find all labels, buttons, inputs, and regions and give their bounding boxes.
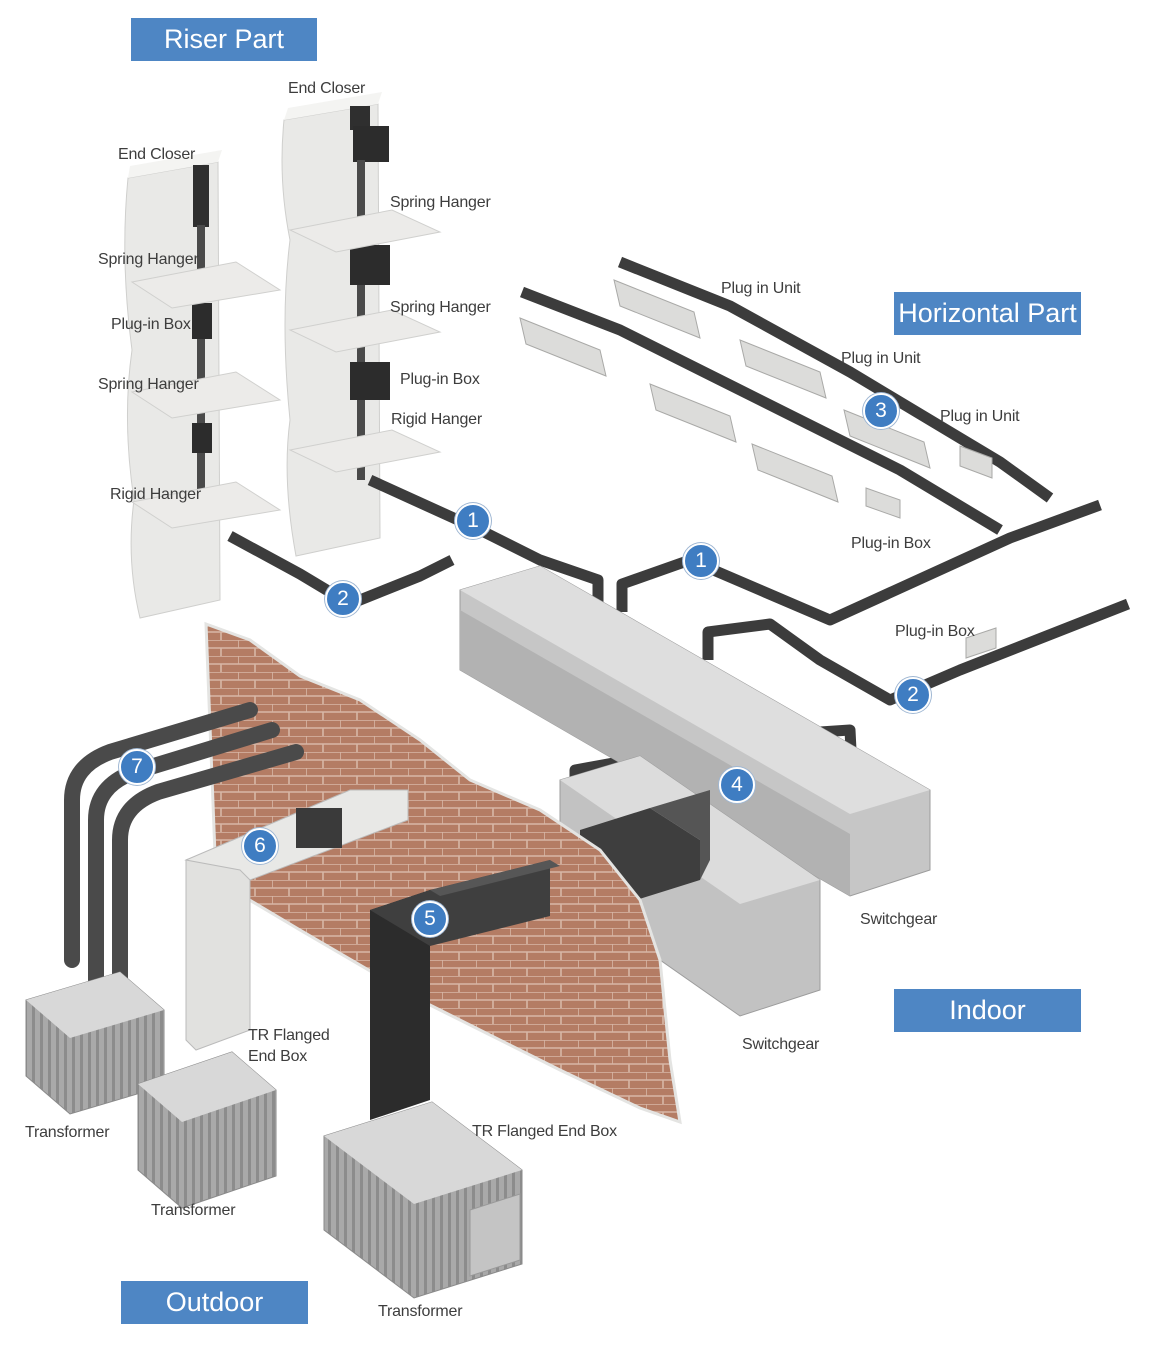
label-spring-hanger-left-1: Spring Hanger	[98, 251, 199, 268]
transformer-3	[323, 1101, 523, 1299]
label-spring-hanger-right-2: Spring Hanger	[390, 299, 491, 316]
label-plugin-box-left: Plug-in Box	[111, 316, 191, 333]
riser-shelves-right	[288, 209, 442, 473]
label-transformer-3: Transformer	[378, 1303, 463, 1320]
badge-6-outdoor-busway: 6	[242, 828, 278, 864]
label-plug-in-unit-1: Plug in Unit	[721, 280, 801, 297]
horizontal-part-banner: Horizontal Part	[894, 292, 1081, 335]
label-switchgear-2: Switchgear	[742, 1036, 820, 1053]
outdoor-banner: Outdoor	[121, 1281, 308, 1324]
badge-2-horizontal-link: 2	[895, 677, 931, 713]
label-spring-hanger-left-2: Spring Hanger	[98, 376, 199, 393]
transformer-2	[137, 1051, 277, 1209]
label-rigid-hanger-left: Rigid Hanger	[110, 486, 201, 503]
label-plugin-box-horizontal-1: Plug-in Box	[851, 535, 931, 552]
badge-4-switchgear-link: 4	[719, 767, 755, 803]
badge-3-plug-in-unit: 3	[863, 393, 899, 429]
label-end-closer-left: End Closer	[118, 146, 196, 163]
switchgear-upper	[459, 565, 931, 897]
label-plugin-box-right: Plug-in Box	[400, 371, 480, 388]
riser-shelves-left	[130, 261, 282, 529]
label-tr-flanged-end-box: TR Flanged End Box	[472, 1123, 617, 1140]
label-switchgear-1: Switchgear	[860, 911, 938, 928]
horizontal-plug-in-units	[519, 279, 997, 659]
label-end-closer-right: End Closer	[288, 80, 366, 97]
badge-1-horizontal-link: 1	[683, 543, 719, 579]
label-rigid-hanger-right: Rigid Hanger	[391, 411, 482, 428]
outdoor-busway-6	[184, 789, 409, 1051]
badge-2-riser-link: 2	[325, 581, 361, 617]
label-plug-in-unit-3: Plug in Unit	[940, 408, 1020, 425]
indoor-banner: Indoor	[894, 989, 1081, 1032]
label-plug-in-unit-2: Plug in Unit	[841, 350, 921, 367]
label-spring-hanger-right-1: Spring Hanger	[390, 194, 491, 211]
badge-5-outdoor-busway: 5	[412, 901, 448, 937]
badge-7-cable-link: 7	[119, 749, 155, 785]
label-plugin-box-horizontal-2: Plug-in Box	[895, 623, 975, 640]
badge-1-riser-link: 1	[455, 503, 491, 539]
label-transformer-2: Transformer	[151, 1202, 236, 1219]
label-tr-flanged-end-box-two-line: TR Flanged End Box	[248, 1027, 330, 1065]
riser-part-banner: Riser Part	[131, 18, 317, 61]
label-transformer-1: Transformer	[25, 1124, 110, 1141]
